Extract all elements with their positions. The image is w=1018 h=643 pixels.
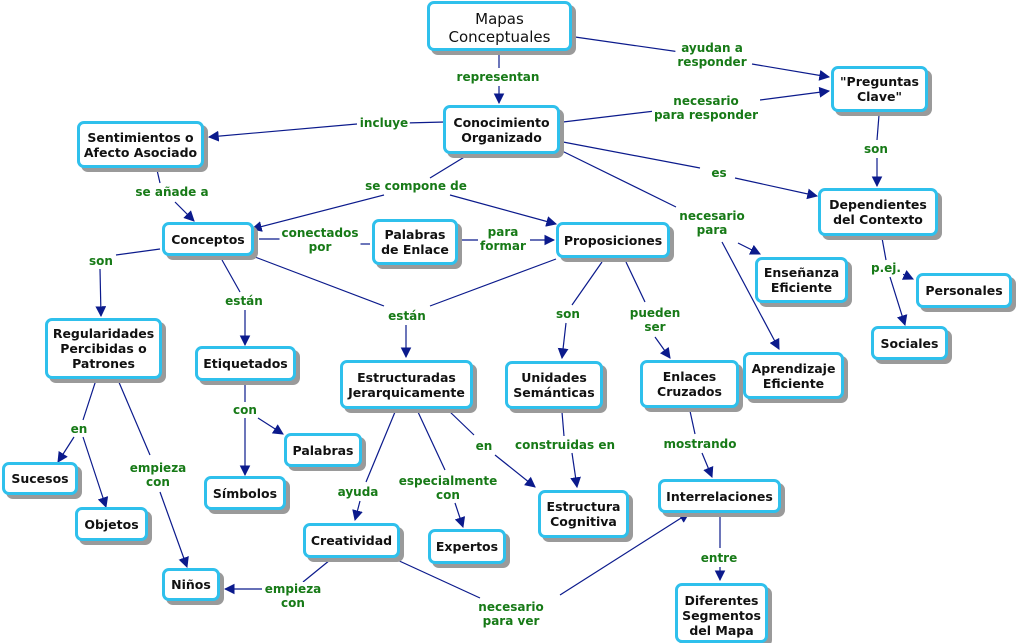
- node-sentimientos[interactable]: Sentimientos o Afecto Asociado: [77, 121, 204, 168]
- link-label-incluye: incluye: [357, 116, 411, 130]
- node-conceptos[interactable]: Conceptos: [162, 222, 254, 256]
- link-label-son-preguntas: son: [862, 142, 890, 156]
- link-label-estan-estructuradas: están: [386, 309, 428, 323]
- link-label-ayudan-a-responder: ayudan a responder: [675, 41, 749, 69]
- link-label-especialmente-con: especialmente con: [396, 474, 500, 502]
- node-conocimiento-organizado[interactable]: Conocimiento Organizado: [443, 105, 560, 154]
- node-palabras-de-enlace[interactable]: Palabras de Enlace: [372, 219, 458, 265]
- node-mapas-conceptuales[interactable]: Mapas Conceptuales: [427, 1, 572, 51]
- node-ninos[interactable]: Niños: [162, 568, 220, 601]
- link-label-es: es: [709, 166, 729, 180]
- link-label-pueden-ser: pueden ser: [627, 306, 683, 334]
- connector-layer: [57, 36, 914, 599]
- link-label-construidas-en: construidas en: [512, 438, 618, 452]
- link-label-ayuda: ayuda: [335, 485, 381, 499]
- link-label-necesario-para-ver: necesario para ver: [476, 600, 546, 628]
- link-label-son-proposiciones: son: [554, 307, 582, 321]
- node-estructura-cognitiva[interactable]: Estructura Cognitiva: [538, 490, 629, 538]
- node-objetos[interactable]: Objetos: [75, 507, 148, 541]
- link-label-entre: entre: [698, 551, 740, 565]
- link-label-en-estructuradas: en: [473, 439, 495, 453]
- node-sociales[interactable]: Sociales: [871, 326, 948, 360]
- link-label-estan-etiquetados: están: [223, 294, 265, 308]
- link-label-necesario-para-responder: necesario para responder: [651, 94, 761, 122]
- node-regularidades[interactable]: Regularidades Percibidas o Patrones: [45, 318, 162, 379]
- node-ensenanza[interactable]: Enseñanza Eficiente: [755, 257, 848, 303]
- node-expertos[interactable]: Expertos: [428, 529, 506, 564]
- node-personales[interactable]: Personales: [916, 273, 1012, 308]
- node-diferentes-segmentos[interactable]: Diferentes Segmentos del Mapa: [675, 583, 768, 643]
- link-label-para-formar: para formar: [478, 225, 528, 253]
- link-label-representan: representan: [454, 70, 542, 84]
- node-enlaces-cruzados[interactable]: Enlaces Cruzados: [640, 360, 739, 408]
- node-etiquetados[interactable]: Etiquetados: [195, 346, 296, 381]
- node-dependientes[interactable]: Dependientes del Contexto: [818, 188, 938, 236]
- node-estructuradas[interactable]: Estructuradas Jerarquicamente: [340, 360, 473, 409]
- link-label-con: con: [231, 403, 259, 417]
- link-label-necesario-para: necesario para: [677, 209, 747, 237]
- link-label-mostrando: mostrando: [661, 437, 739, 451]
- link-label-en-regularidades: en: [68, 422, 90, 436]
- node-aprendizaje[interactable]: Aprendizaje Eficiente: [743, 352, 844, 399]
- link-label-conectados-por: conectados por: [279, 226, 361, 254]
- node-creatividad[interactable]: Creatividad: [303, 523, 400, 558]
- node-preguntas-clave[interactable]: "Preguntas Clave": [831, 66, 928, 112]
- link-label-se-compone-de: se compone de: [363, 179, 469, 193]
- node-simbolos[interactable]: Símbolos: [204, 476, 286, 510]
- link-label-empieza-con-creatividad: empieza con: [262, 582, 324, 610]
- link-label-empieza-con-regularidades: empieza con: [127, 461, 189, 489]
- link-label-pej: p.ej.: [869, 261, 903, 275]
- node-palabras[interactable]: Palabras: [284, 433, 362, 467]
- link-label-son-conceptos: son: [87, 254, 115, 268]
- node-interrelaciones[interactable]: Interrelaciones: [658, 479, 781, 513]
- node-sucesos[interactable]: Sucesos: [2, 462, 78, 495]
- link-label-se-anade-a: se añade a: [133, 185, 211, 199]
- node-proposiciones[interactable]: Proposiciones: [556, 222, 670, 258]
- node-unidades-semanticas[interactable]: Unidades Semánticas: [505, 361, 603, 409]
